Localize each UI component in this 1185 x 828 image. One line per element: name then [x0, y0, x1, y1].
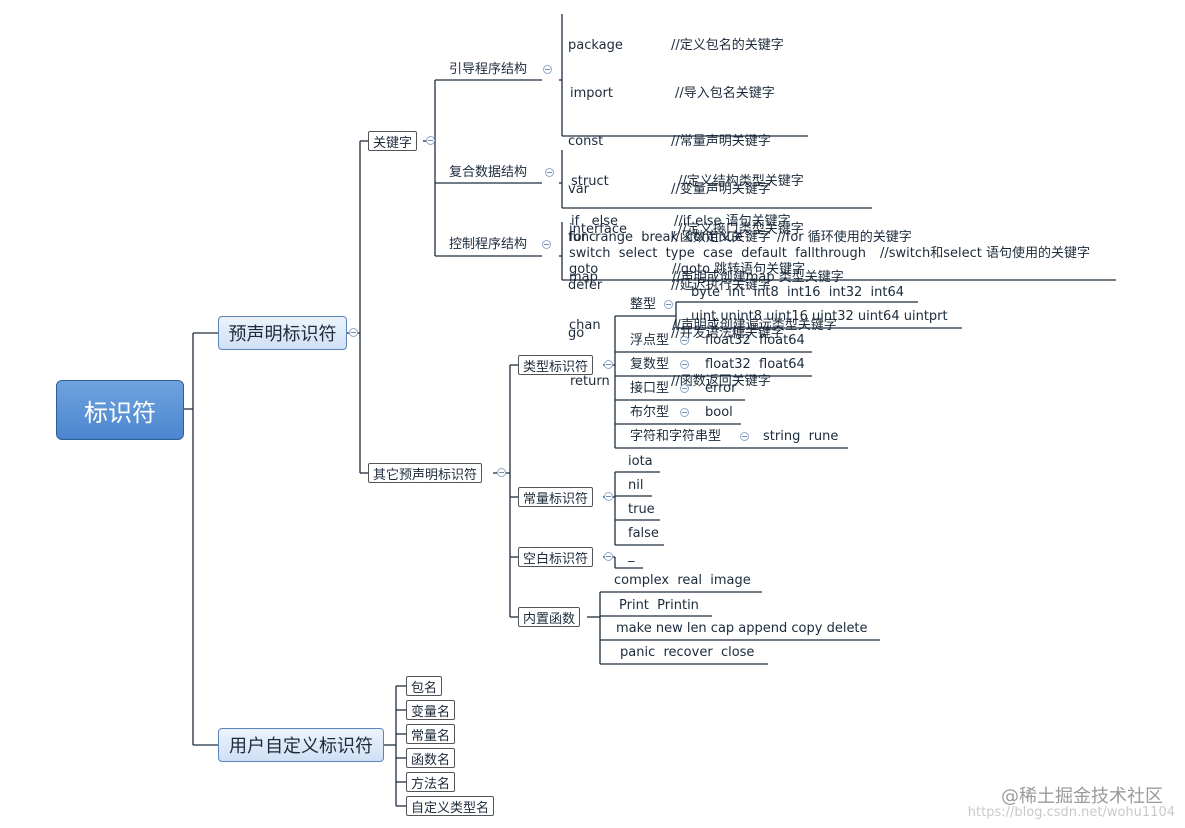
keyword-comment: //for 循环使用的关键字	[777, 230, 912, 245]
keyword: map	[569, 270, 598, 285]
keyword-comment: //定义包名的关键字	[671, 38, 784, 53]
keyword: package	[568, 38, 623, 53]
constant-item: iota	[628, 454, 653, 469]
keyword: goto	[569, 262, 599, 277]
type-int-label: 整型	[630, 297, 657, 312]
keyword: switch select type case default fallthro…	[569, 246, 866, 261]
collapse-icon[interactable]	[542, 240, 551, 249]
comment-list: //定义结构类型关键字 //定义接口类型关键字 //声明或创建map 类型关键字…	[672, 142, 844, 350]
keyword-comment: //switch和select 语句使用的关键字	[880, 246, 1091, 261]
user-item[interactable]: 常量名	[406, 724, 456, 744]
keyword-comment: //并发语法糖关键字	[671, 326, 784, 341]
keyword-comment: //函数返回关键字	[671, 374, 771, 389]
collapse-icon[interactable]	[604, 360, 613, 369]
keyword-comment: //if else 语句关键字	[674, 214, 791, 229]
other-predeclared-node[interactable]: 其它预声明标识符	[368, 463, 483, 483]
keyword-list: package import const var func defer go r…	[568, 6, 623, 406]
keyword-comment: //定义接口类型关键字	[678, 222, 804, 237]
keyword-comment: //声明或创建map 类型关键字	[672, 270, 844, 285]
collapse-icon[interactable]	[349, 328, 358, 337]
keyword: var	[568, 182, 590, 197]
keyword-comment: //变量声明关键字	[671, 182, 771, 197]
type-label: 接口型	[630, 381, 670, 396]
keyword: chan	[569, 318, 601, 333]
keyword: defer	[568, 278, 603, 293]
keyword-comment: //定义结构类型关键字	[678, 174, 804, 189]
type-value: float32 float64	[705, 333, 805, 348]
keyword: interface	[569, 222, 627, 237]
watermark-url: https://blog.csdn.net/wohu1104	[967, 805, 1175, 820]
builtin-item: make new len cap append copy delete	[616, 621, 868, 636]
collapse-icon[interactable]	[680, 384, 689, 393]
user-item[interactable]: 函数名	[406, 748, 456, 768]
collapse-icon[interactable]	[545, 168, 554, 177]
user-item[interactable]: 包名	[406, 676, 443, 696]
constant-identifiers-node[interactable]: 常量标识符	[518, 487, 594, 507]
predeclared-node[interactable]: 预声明标识符	[218, 316, 347, 350]
collapse-icon[interactable]	[604, 492, 613, 501]
user-defined-node[interactable]: 用户自定义标识符	[218, 728, 384, 762]
type-label: 布尔型	[630, 405, 670, 420]
collapse-icon[interactable]	[426, 136, 435, 145]
builtin-item: panic recover close	[620, 645, 755, 660]
collapse-icon[interactable]	[680, 408, 689, 417]
user-item[interactable]: 方法名	[406, 772, 456, 792]
keyword: go	[568, 326, 585, 341]
keyword: for range break continue	[569, 230, 743, 245]
type-label: 字符和字符串型	[630, 429, 722, 444]
type-value: uint unint8 uint16 uint32 uint64 uintprt	[691, 309, 948, 324]
type-value: float32 float64	[705, 357, 805, 372]
builtin-functions-node[interactable]: 内置函数	[518, 607, 581, 627]
keyword: return	[570, 374, 610, 389]
type-value: byte int int8 int16 int32 int64	[691, 285, 905, 300]
keyword: if else	[571, 214, 618, 229]
collapse-icon[interactable]	[664, 300, 673, 309]
comment-list: //定义包名的关键字 //导入包名关键字 //常量声明关键字 //变量声明关键字…	[671, 6, 784, 406]
type-value: bool	[705, 405, 733, 420]
keyword-comment: //声明或创建遍远类型关键字	[672, 318, 837, 333]
keyword: import	[570, 86, 613, 101]
constant-item: true	[628, 502, 655, 517]
watermark-brand: @稀土掘金技术社区	[1001, 786, 1163, 807]
keyword: const	[568, 134, 604, 149]
keyword-comment: //常量声明关键字	[671, 134, 771, 149]
collapse-icon[interactable]	[680, 360, 689, 369]
type-identifiers-node[interactable]: 类型标识符	[518, 355, 594, 375]
group-label-control: 控制程序结构	[449, 237, 528, 252]
collapse-icon[interactable]	[604, 552, 613, 561]
user-item[interactable]: 自定义类型名	[406, 796, 495, 816]
type-label: 复数型	[630, 357, 670, 372]
type-value: error	[705, 381, 737, 396]
user-item[interactable]: 变量名	[406, 700, 456, 720]
keyword-comment: //导入包名关键字	[675, 86, 775, 101]
type-label: 浮点型	[630, 333, 670, 348]
collapse-icon[interactable]	[497, 468, 506, 477]
blank-identifier-node[interactable]: 空白标识符	[518, 547, 594, 567]
keyword: func	[568, 230, 597, 245]
keyword-comment: //函数定义关键字	[671, 230, 771, 245]
root-node[interactable]: 标识符	[56, 380, 184, 440]
collapse-icon[interactable]	[543, 65, 552, 74]
keywords-node[interactable]: 关键字	[368, 131, 418, 151]
keyword-comment: //goto 跳转语句关键字	[672, 262, 806, 277]
keyword-list: struct interface map chan	[569, 142, 627, 350]
keyword: struct	[571, 174, 609, 189]
builtin-item: complex real image	[614, 573, 751, 588]
collapse-icon[interactable]	[680, 336, 689, 345]
keyword-comment: //延迟执行关键字	[671, 278, 771, 293]
blank-item: _	[628, 548, 635, 563]
type-value: string rune	[763, 429, 839, 444]
group-label-bootstrap: 引导程序结构	[449, 62, 528, 77]
constant-item: nil	[628, 478, 644, 493]
group-label-composite: 复合数据结构	[449, 165, 528, 180]
constant-item: false	[628, 526, 659, 541]
builtin-item: Print Printin	[619, 598, 699, 613]
collapse-icon[interactable]	[740, 432, 749, 441]
